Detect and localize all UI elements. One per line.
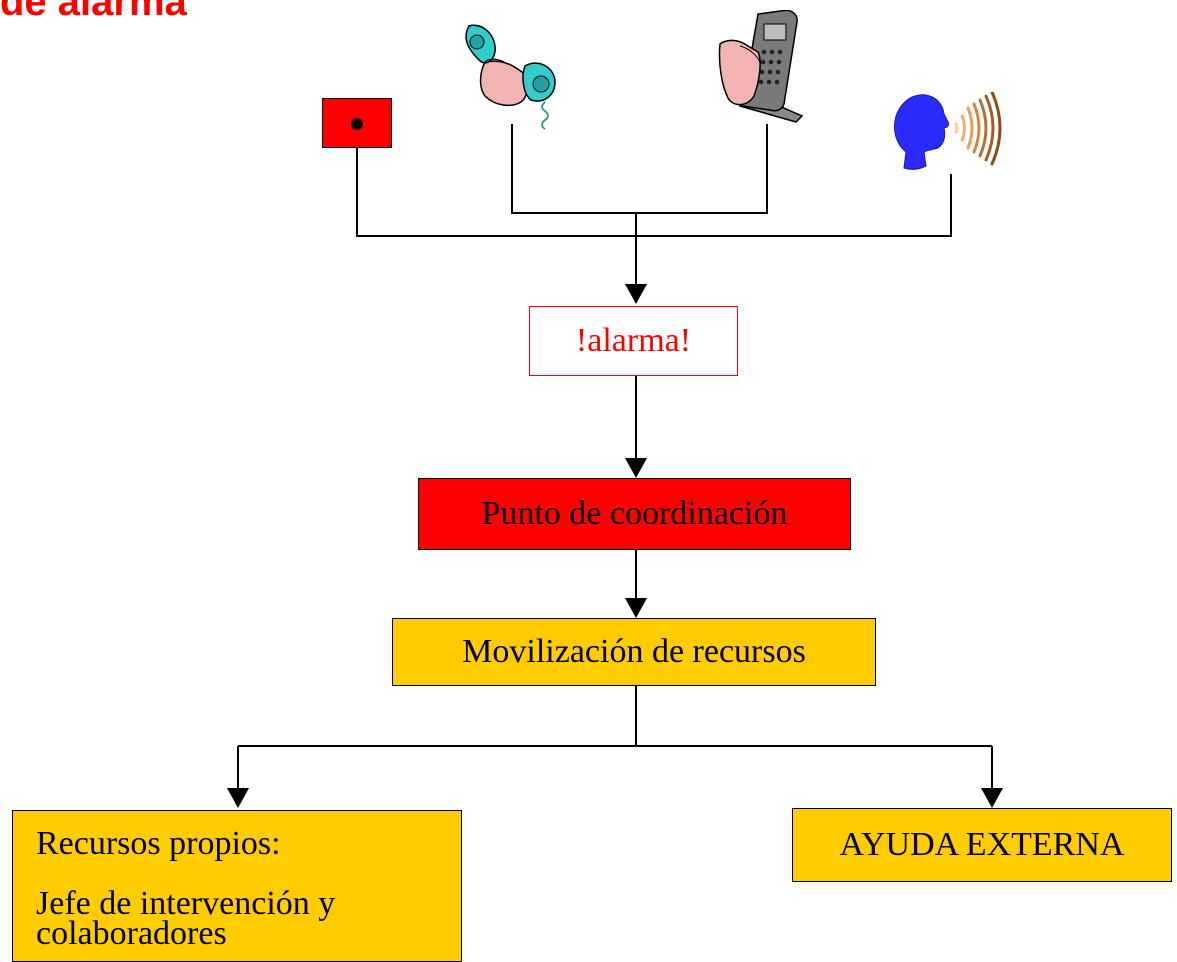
connector-top-outer: [356, 148, 952, 237]
voice-shout-icon: [893, 92, 1002, 170]
arrow-to-alarm: [625, 284, 647, 304]
own-resources-detail: Jefe de intervención y colaboradores: [36, 885, 336, 952]
mobile-phone-icon: [718, 10, 804, 123]
alarm-button-icon: [322, 98, 392, 148]
resource-mobilization-label: Movilización de recursos: [462, 633, 806, 670]
alarm-node: !alarma!: [529, 306, 738, 376]
coordination-point-node: Punto de coordinación: [418, 478, 851, 550]
page-title: de alarma: [0, 0, 187, 24]
connector-top-inner: [511, 124, 768, 214]
alarm-button-dot: [351, 118, 363, 130]
external-help-label: AYUDA EXTERNA: [839, 826, 1125, 863]
own-resources-heading: Recursos propios:: [36, 825, 281, 862]
arrow-to-coordination: [625, 458, 647, 478]
coordination-point-label: Punto de coordinación: [481, 495, 788, 532]
connector-split: [237, 686, 993, 792]
arrow-to-mobilization: [625, 598, 647, 618]
external-help-node: AYUDA EXTERNA: [792, 808, 1172, 882]
resource-mobilization-node: Movilización de recursos: [392, 618, 876, 686]
arrow-to-external-help: [981, 788, 1003, 808]
telephone-handset-icon: [465, 24, 556, 130]
arrow-to-own-resources: [227, 788, 249, 808]
alarm-node-label: !alarma!: [575, 322, 692, 359]
own-resources-node: Recursos propios: Jefe de intervención y…: [12, 810, 462, 962]
